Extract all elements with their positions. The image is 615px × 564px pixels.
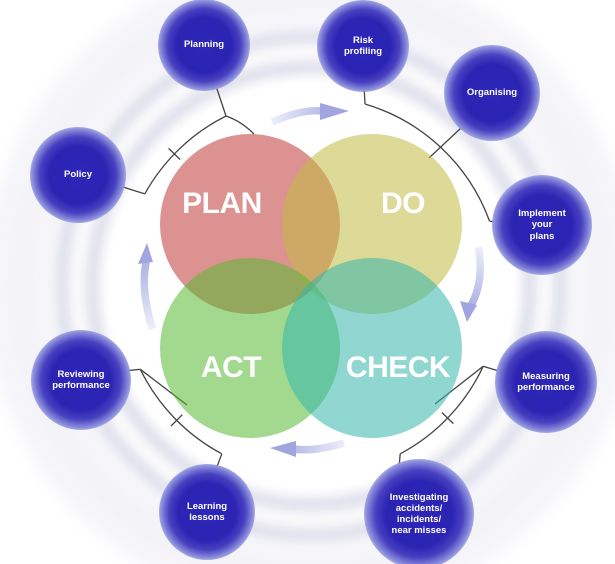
venn-circles: [160, 134, 462, 438]
spur-plan-circle: [225, 115, 255, 135]
satellite-planning-label: Planning: [183, 39, 225, 51]
satellite-implement-your-plans-label: Implement your plans: [518, 208, 566, 242]
plan-label: PLAN: [182, 187, 262, 220]
satellite-investigating-label: Investigating accidents/ incidents/ near…: [389, 491, 449, 537]
satellite-organising-label: Organising: [466, 87, 518, 99]
check-label: CHECK: [345, 351, 451, 384]
arrow-down-icon: [460, 246, 484, 322]
satellite-risk-profiling: Risk profiling: [317, 0, 409, 92]
satellite-measuring-performance-label: Measuring performance: [517, 370, 575, 393]
satellite-risk-profiling-label: Risk profiling: [344, 34, 382, 57]
dial-arc-bottom-left: [139, 369, 223, 455]
satellite-measuring-performance: Measuring performance: [495, 331, 597, 433]
venn-circle-do: [282, 134, 462, 314]
satellite-reviewing-performance-label: Reviewing performance: [52, 368, 110, 391]
satellite-policy-label: Policy: [64, 169, 92, 181]
satellite-implement-your-plans: Implement your plans: [492, 175, 592, 275]
dial-arc-top-left: [144, 115, 227, 195]
dial-arc-top-right: [364, 103, 491, 222]
satellite-policy: Policy: [30, 127, 126, 223]
satellite-investigating: Investigating accidents/ incidents/ near…: [364, 459, 474, 564]
do-label: DO: [381, 187, 426, 220]
dial-arc-bottom-right: [399, 366, 484, 455]
cycle-arrows: [138, 103, 484, 457]
arrow-left-icon: [270, 439, 346, 457]
dial-tick-lower-left: [170, 414, 183, 427]
satellite-learning-lessons: Learning lessons: [159, 464, 255, 560]
dial-tick-lower-right: [441, 412, 454, 425]
satellite-organising: Organising: [444, 45, 540, 141]
arrow-right-icon: [270, 103, 349, 126]
satellite-reviewing-performance: Reviewing performance: [31, 330, 131, 430]
act-label: ACT: [200, 351, 262, 384]
venn-circle-check: [282, 258, 462, 438]
dial-tick-upper-left: [168, 147, 181, 160]
arrow-up-icon: [138, 243, 157, 331]
satellite-learning-lessons-label: Learning lessons: [186, 500, 228, 523]
satellite-planning: Planning: [158, 0, 250, 91]
